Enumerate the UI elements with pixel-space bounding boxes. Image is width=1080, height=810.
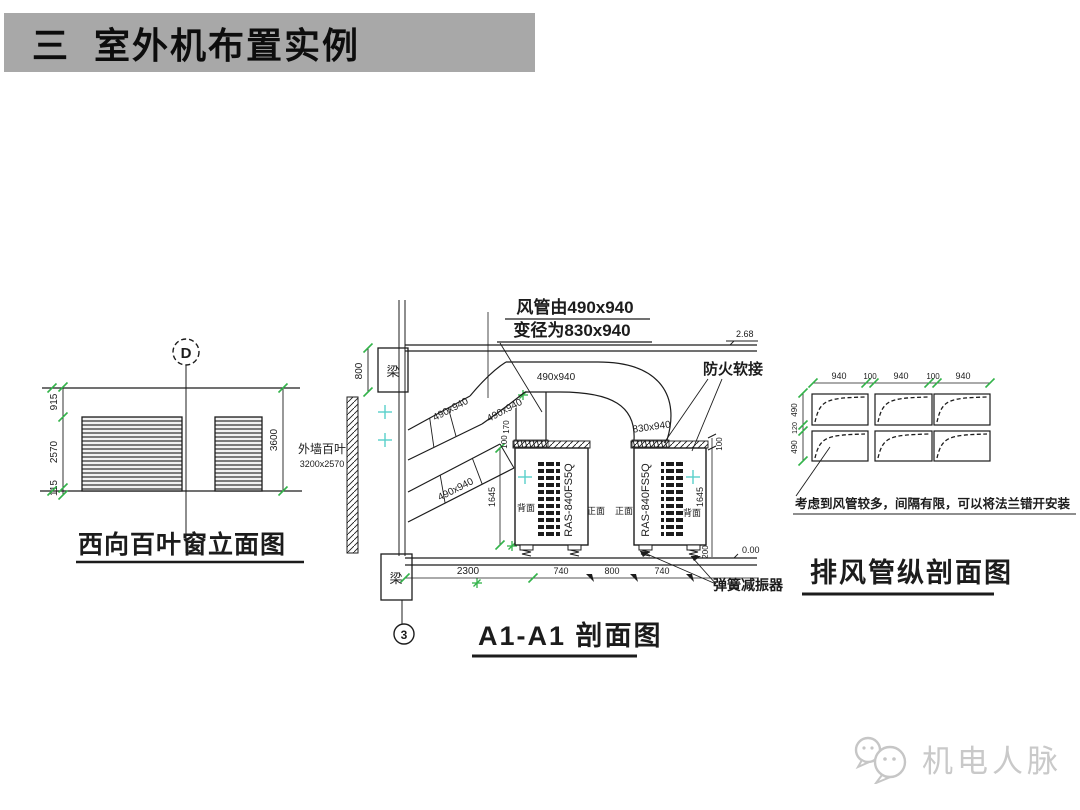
unit-left-front-label: 正面 (587, 506, 605, 516)
exterior-wall-hatch (346, 396, 359, 554)
dim-800-bottom: 800 (604, 566, 619, 576)
dim-740-a: 740 (553, 566, 568, 576)
unit-right-front-label: 正面 (615, 506, 633, 516)
unit-left-back-label: 背面 (517, 502, 535, 513)
slide-title-bar: 三 室外机布置实例 (4, 13, 535, 72)
dim-2300: 2300 (457, 566, 480, 577)
wall-louver-label: 外墙百叶 (298, 442, 346, 456)
dim-100-1: 100 (863, 372, 877, 381)
dim-490-1: 490 (790, 403, 799, 417)
louver-panel-small (214, 416, 263, 492)
exhaust-section-title: 排风管纵剖面图 (810, 557, 1013, 588)
dim-100-right: 100 (715, 437, 724, 451)
louver-panel-large (81, 416, 183, 492)
unit-model-right: RAS-840FS5Q (640, 463, 652, 537)
unit-model-left: RAS-840FS5Q (563, 463, 575, 537)
dim-490-2: 490 (790, 440, 799, 454)
dim-800: 800 (354, 362, 365, 379)
dim-170-left: 170 (502, 420, 511, 434)
duct-size-diag-lower: 490x940 (436, 476, 476, 503)
duct-horizontal-run (506, 361, 672, 441)
dim-100-2: 100 (926, 372, 940, 381)
fire-connector-label: 防火软接 (703, 360, 763, 378)
dim-915: 915 (49, 393, 60, 410)
dim-940-1: 940 (831, 371, 846, 381)
beam-label-bottom: 梁 (389, 571, 402, 586)
unit-right-back-label: 背面 (683, 507, 701, 518)
dim-940-3: 940 (955, 371, 970, 381)
dim-1645-right: 1645 (695, 487, 705, 507)
beam-box-top (377, 347, 409, 393)
callout-line2: 变径为830x940 (513, 320, 630, 340)
unit-coil-left (538, 462, 560, 538)
exhaust-duct-grid (811, 393, 991, 462)
beam-label-top: 梁 (386, 364, 399, 379)
exhaust-note: 考虑到风管较多，间隔有限，可以将法兰错开安装 (795, 496, 1071, 511)
dim-3600: 3600 (269, 428, 280, 451)
watermark: 机电人脉 (850, 732, 1062, 784)
axis-bubble-3 (393, 623, 415, 645)
louver-elevation-drawing: D 915 2570 115 3600 外墙百叶 3200x2570 西向百叶窗… (40, 338, 359, 564)
louver-elevation-title: 西向百叶窗立面图 (78, 530, 286, 559)
dim-940-2: 940 (893, 371, 908, 381)
exhaust-duct-section-drawing: 940 100 940 100 940 490 120 490 (790, 371, 1076, 596)
section-a1-title: A1-A1 剖面图 (478, 620, 663, 651)
dim-100-left: 100 (500, 435, 509, 449)
beam-box-bottom (380, 553, 413, 601)
slide-title: 三 室外机布置实例 (32, 24, 361, 66)
duct-diagonal-runs (407, 361, 526, 523)
callout-line1: 风管由490x940 (516, 297, 633, 317)
outdoor-unit-right: RAS-840FS5Q 正面 背面 (615, 440, 709, 546)
dim-740-b: 740 (654, 566, 669, 576)
spring-damper-label: 弹簧减振器 (713, 577, 784, 593)
outdoor-unit-left: RAS-840FS5Q 背面 正面 (512, 440, 605, 546)
unit-coil-right (661, 462, 683, 538)
dim-120: 120 (792, 422, 799, 434)
level-base: 0.00 (742, 545, 760, 555)
wall-louver-size: 3200x2570 (300, 459, 345, 469)
dim-200: 200 (701, 545, 710, 559)
level-top: 2.68 (736, 329, 754, 339)
wechat-icon (854, 736, 907, 784)
duct-size-horizontal: 490x940 (537, 372, 576, 383)
axis-bubble-3-label: 3 (401, 628, 408, 642)
dim-1645-left: 1645 (487, 487, 497, 507)
section-a1-drawing: 2.68 梁 800 风管由490x940 变径为830x940 (354, 297, 784, 658)
axis-bubble-d-label: D (181, 345, 192, 362)
watermark-text: 机电人脉 (922, 743, 1062, 779)
unit-feet-springs (519, 544, 701, 557)
dim-2570: 2570 (49, 440, 60, 463)
duct-size-830: 830x940 (632, 419, 672, 435)
